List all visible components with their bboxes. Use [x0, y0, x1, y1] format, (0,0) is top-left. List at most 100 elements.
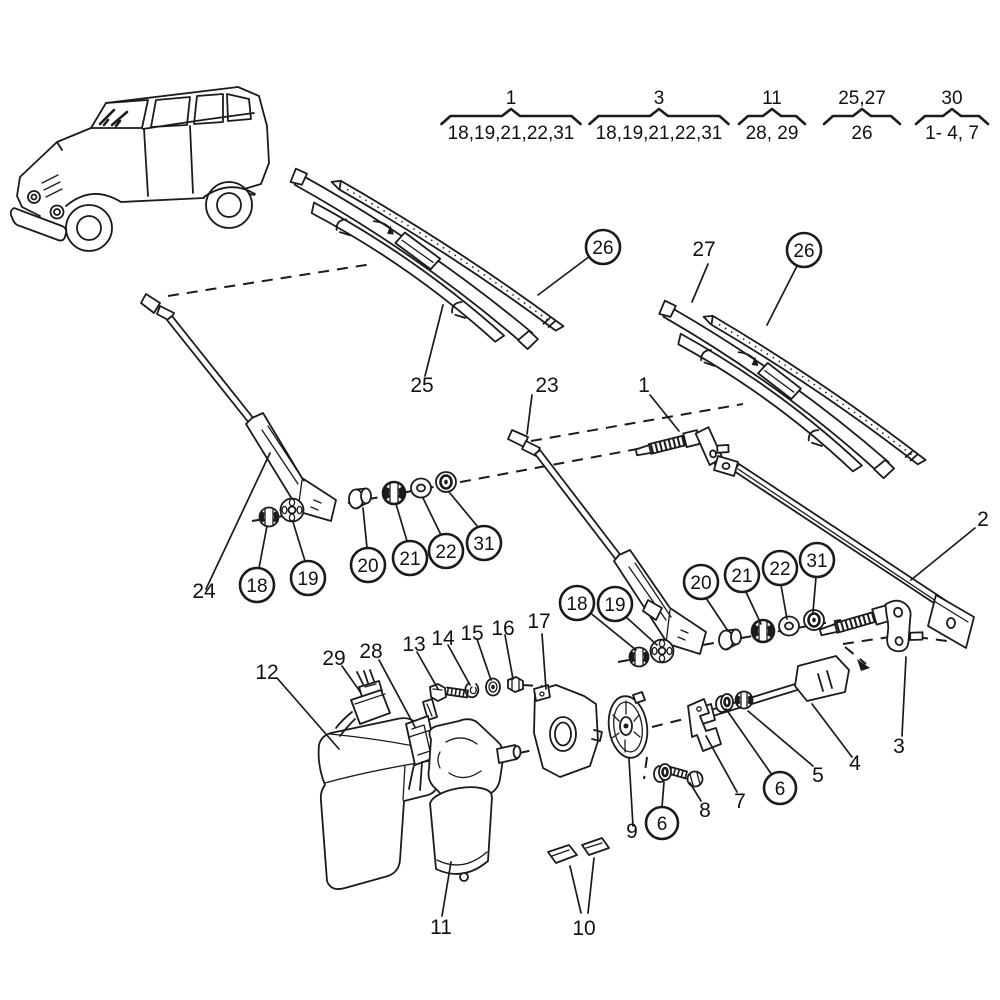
assembly-arrowhead — [857, 659, 870, 671]
wiper-bearing-shaft-3 — [818, 599, 924, 653]
svg-text:19: 19 — [297, 569, 318, 590]
svg-text:21: 21 — [399, 549, 420, 570]
flat-washer-22 — [410, 477, 432, 499]
wiper-motor-11 — [427, 718, 522, 882]
wiper-insert-left — [338, 179, 565, 332]
legend-group-3: 3 18,19,21,22,31 — [588, 88, 730, 144]
legend-items: 18,19,21,22,31 — [448, 123, 575, 144]
part-label-8: 8 — [699, 799, 711, 822]
part-label-27: 27 — [692, 238, 715, 261]
turn-lamp-icon — [49, 204, 65, 220]
mounting-plate-17 — [533, 684, 603, 778]
cap-20 — [348, 487, 372, 510]
part-label-24: 24 — [192, 580, 216, 603]
spring-washer-14 — [464, 682, 480, 699]
connecting-rod-4 — [694, 655, 850, 726]
hex-nut-18 — [258, 506, 280, 528]
seal-washer-31 — [435, 471, 457, 493]
wiper-arm-left — [140, 293, 337, 522]
hex-nut-21 — [381, 480, 407, 506]
rubber-pads-10 — [547, 837, 610, 864]
part-callout-31-right: 31 — [798, 541, 836, 579]
legend-label: 30 — [941, 88, 962, 109]
part-callout-19-right: 19 — [596, 585, 634, 623]
legend-group-11: 11 28, 29 — [737, 88, 807, 144]
svg-text:6: 6 — [657, 814, 668, 835]
legend-items: 18,19,21,22,31 — [596, 123, 723, 144]
part-label-11: 11 — [430, 916, 452, 939]
car-wiper-marks — [98, 108, 129, 128]
svg-text:21: 21 — [731, 566, 752, 587]
bolt-8 — [667, 765, 704, 788]
part-callout-20-right: 20 — [682, 563, 720, 601]
part-label-28: 28 — [359, 640, 382, 663]
svg-text:22: 22 — [769, 559, 790, 580]
part-label-12: 12 — [255, 661, 278, 684]
relay-29 — [335, 669, 391, 737]
part-label-16: 16 — [491, 617, 514, 640]
part-label-25: 25 — [410, 374, 433, 397]
part-callout-22-left: 22 — [427, 532, 465, 570]
svg-text:18: 18 — [566, 594, 587, 615]
svg-text:20: 20 — [690, 573, 711, 594]
legend-label: 3 — [654, 88, 665, 109]
legend-label: 11 — [762, 88, 782, 109]
spoked-washer-19 — [279, 497, 305, 523]
legend-items: 28, 29 — [746, 123, 799, 144]
washer-15 — [485, 677, 501, 697]
part-label-10: 10 — [572, 917, 595, 940]
legend-group-1: 1 18,19,21,22,31 — [440, 88, 582, 144]
part-label-14: 14 — [431, 627, 455, 650]
legend-items: 26 — [851, 123, 872, 144]
svg-text:18: 18 — [246, 576, 267, 597]
svg-text:26: 26 — [793, 241, 814, 262]
pivot-bracket-7 — [687, 698, 722, 752]
part-label-29: 29 — [322, 647, 345, 670]
circled-callouts: 26 26 18 19 20 21 22 31 18 19 20 — [238, 228, 836, 841]
part-label-2: 2 — [977, 508, 989, 531]
part-callout-19-left: 19 — [289, 559, 327, 597]
part-callout-20-left: 20 — [349, 546, 387, 584]
wiper-bearing-shaft-1 — [634, 426, 730, 466]
crank-disc-9 — [607, 691, 649, 759]
svg-text:31: 31 — [473, 534, 494, 555]
part-callout-26-left: 26 — [584, 228, 622, 266]
svg-text:6: 6 — [775, 779, 786, 800]
part-callout-18-left: 18 — [238, 566, 276, 604]
part-label-17: 17 — [527, 610, 550, 633]
hex-nut-18 — [628, 646, 650, 668]
legend-group-25-27: 25,27 26 — [822, 88, 902, 144]
part-labels: 25 23 1 27 2 24 3 4 5 7 8 9 10 11 12 13 … — [192, 238, 989, 940]
joint-washer-6-left — [653, 763, 672, 783]
part-label-13: 13 — [402, 633, 425, 656]
svg-text:20: 20 — [357, 556, 378, 577]
flat-washer-22 — [778, 615, 800, 637]
part-label-9: 9 — [626, 820, 638, 843]
cap-20 — [718, 628, 742, 651]
part-callout-21-right: 21 — [723, 556, 761, 594]
wiper-blade-left — [289, 167, 565, 350]
wiper-blade-right — [658, 299, 927, 480]
part-callout-26-right: 26 — [785, 231, 823, 269]
svg-text:26: 26 — [592, 238, 613, 259]
svg-text:19: 19 — [604, 595, 625, 616]
part-label-4: 4 — [849, 752, 861, 775]
hex-nut-21 — [750, 618, 776, 644]
part-label-3: 3 — [893, 735, 905, 758]
svg-text:22: 22 — [435, 542, 456, 563]
part-callout-6-right: 6 — [762, 770, 798, 806]
part-label-5: 5 — [812, 764, 824, 787]
legend-label: 25,27 — [838, 88, 886, 109]
headlight-icon — [27, 190, 41, 204]
legend-group-30: 30 1- 4, 7 — [914, 88, 990, 144]
legend-items: 1- 4, 7 — [925, 123, 979, 144]
part-callout-21-left: 21 — [391, 539, 429, 577]
part-callout-31-left: 31 — [465, 524, 503, 562]
front-bumper — [9, 207, 68, 242]
wiper-insert-right — [710, 314, 927, 466]
link-rod-2 — [713, 455, 975, 649]
part-callout-6-left: 6 — [644, 805, 680, 841]
fastener-set-right — [628, 609, 825, 668]
